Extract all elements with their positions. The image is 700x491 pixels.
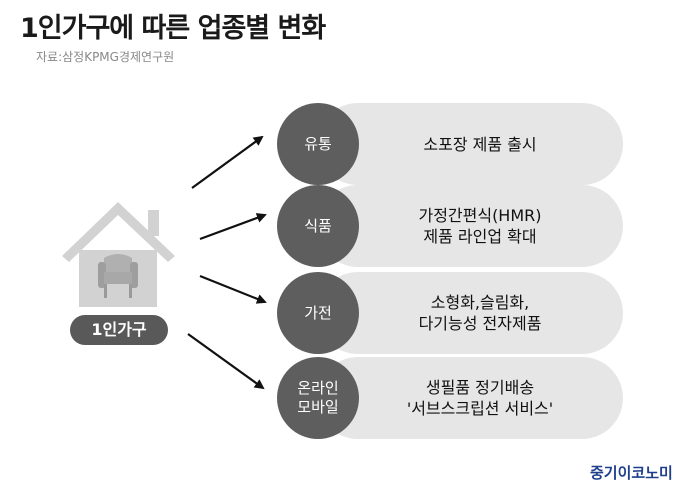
row-distribution: 소포장 제품 출시 유통 [277, 103, 623, 185]
detail-line: 소포장 제품 출시 [423, 134, 537, 154]
category-circle: 가전 [277, 272, 359, 354]
row-online-mobile: 생필품 정기배송 '서브스크립션 서비스' 온라인 모바일 [277, 357, 623, 439]
center-label: 1인가구 [70, 315, 168, 345]
row-detail-pill [317, 185, 623, 267]
row-detail-pill [317, 272, 623, 354]
row-detail-text: 소포장 제품 출시 [337, 103, 623, 185]
arrow-to-row-4 [187, 333, 265, 390]
detail-line: 제품 라인업 확대 [423, 227, 537, 246]
armchair-icon [98, 254, 138, 298]
arrow-to-row-3 [199, 274, 267, 304]
category-circle: 식품 [277, 185, 359, 267]
row-detail-text: 생필품 정기배송 '서브스크립션 서비스' [337, 357, 623, 439]
detail-line: 다기능성 전자제품 [418, 314, 542, 333]
row-detail-pill [317, 103, 623, 185]
row-detail-text: 가정간편식(HMR) 제품 라인업 확대 [337, 185, 623, 267]
category-circle: 유통 [277, 103, 359, 185]
category-label: 가전 [304, 303, 332, 322]
category-label: 유통 [304, 134, 332, 153]
detail-line: 생필품 정기배송 [425, 378, 535, 397]
row-detail-text: 소형화,슬림화, 다기능성 전자제품 [337, 272, 623, 354]
row-food: 가정간편식(HMR) 제품 라인업 확대 식품 [277, 185, 623, 267]
detail-line: 소형화,슬림화, [430, 293, 530, 312]
arrow-to-row-1 [191, 135, 264, 189]
category-circle: 온라인 모바일 [277, 357, 359, 439]
source-note: 자료:삼정KPMG경제연구원 [36, 50, 175, 64]
house-icon [62, 202, 175, 307]
category-label: 식품 [304, 216, 332, 235]
publisher-logo: 중기이코노미 [590, 464, 673, 482]
detail-line: '서브스크립션 서비스' [406, 399, 554, 418]
arrow-to-row-2 [199, 213, 267, 241]
row-detail-pill [317, 357, 623, 439]
row-appliance: 소형화,슬림화, 다기능성 전자제품 가전 [277, 272, 623, 354]
category-label: 온라인 [297, 379, 339, 397]
category-label: 모바일 [297, 398, 339, 416]
detail-line: 가정간편식(HMR) [418, 206, 542, 225]
page-title: 1인가구에 따른 업종별 변화 [20, 13, 326, 44]
